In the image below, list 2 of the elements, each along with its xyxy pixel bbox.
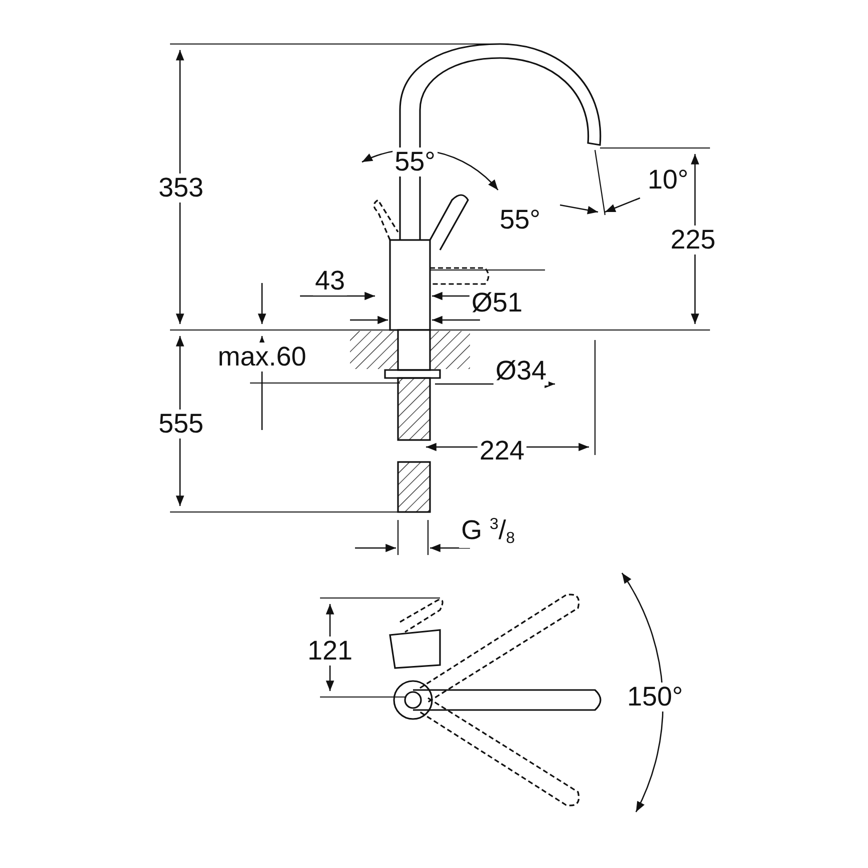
dimension-label: 55°	[392, 148, 438, 176]
dimension-label: G $^{3}$/$_{8}$	[459, 516, 517, 548]
